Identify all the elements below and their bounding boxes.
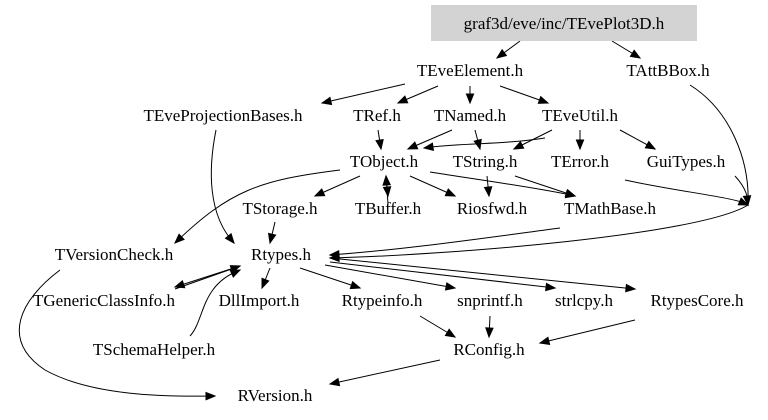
edge-rtypes-to-rtypescore (329, 257, 636, 290)
node-teveelement[interactable]: TEveElement.h (417, 61, 524, 80)
node-guitypes[interactable]: GuiTypes.h (647, 152, 726, 171)
arrowhead-tobject-to-tstorage (313, 188, 326, 197)
node-strlcpy[interactable]: strlcpy.h (555, 291, 613, 310)
arrowhead-tobject-to-tversioncheck (174, 233, 185, 244)
node-tobject[interactable]: TObject.h (350, 152, 419, 171)
node-rtypes[interactable]: Rtypes.h (251, 245, 311, 264)
arrowhead-snprintf-to-rconfig (485, 327, 494, 339)
arrowhead-teveutil-to-tstring (512, 140, 525, 150)
arrowhead-tstorage-to-rtypes (267, 232, 277, 245)
arrowhead-teveutil-to-guitypes (644, 140, 657, 150)
arrowhead-rtypes-to-strlcpy (545, 282, 557, 292)
arrowhead-root-to-tattbbox (629, 49, 642, 59)
root-node-highlight (431, 5, 697, 41)
edge-rtypes-to-snprintf (324, 264, 456, 289)
nodes-layer: graf3d/eve/inc/TEvePlot3D.h TEveElement.… (33, 5, 744, 405)
node-tattbbox[interactable]: TAttBBox.h (626, 61, 710, 80)
arrowhead-tnamed-to-tobject (406, 141, 419, 150)
edge-tobject-to-tversioncheck (174, 169, 341, 244)
edge-tversioncheck-to-rversion (18, 269, 216, 397)
arrowhead-rtypeinfo-to-rconfig (444, 328, 457, 338)
edges-layer (18, 40, 752, 401)
node-tref[interactable]: TRef.h (353, 106, 401, 125)
node-tstring[interactable]: TString.h (453, 152, 518, 171)
arrowhead-teveelement-to-teveutil (537, 95, 550, 104)
edge-teveprojectionbases-to-rtypes (210, 129, 235, 244)
arrowhead-rconfig-to-rversion (328, 377, 341, 387)
node-snprintf[interactable]: snprintf.h (457, 291, 523, 310)
edge-teveutil-to-tobject (423, 137, 546, 149)
arrowhead-teveprojectionbases-to-rtypes (224, 232, 235, 245)
node-tschemahelper[interactable]: TSchemaHelper.h (93, 340, 216, 359)
arrowhead-teveutil-to-terror (575, 139, 585, 151)
arrowhead-tstring-to-tmathbase (564, 188, 577, 198)
node-rconfig[interactable]: RConfig.h (453, 340, 525, 359)
node-tnamed[interactable]: TNamed.h (434, 106, 507, 125)
arrowhead-root-to-teveelement (495, 48, 508, 59)
arrowhead-tmathbase-to-rtypes (328, 249, 340, 259)
arrowhead-rtypes-to-snprintf (444, 282, 457, 291)
node-riosfwd[interactable]: Riosfwd.h (457, 199, 528, 218)
arrowhead-tstring-to-riosfwd (483, 186, 493, 198)
edge-tattbbox-to-rtypes (329, 84, 749, 259)
edge-rconfig-to-rversion (329, 359, 441, 385)
edge-rtypescore-to-rconfig (539, 319, 636, 344)
edge-rtypes-to-strlcpy (329, 261, 556, 289)
arrowhead-rtypes-to-rtypeinfo (349, 280, 362, 290)
node-teveprojectionbases[interactable]: TEveProjectionBases.h (143, 106, 303, 125)
node-tstorage[interactable]: TStorage.h (242, 199, 318, 218)
node-rversion[interactable]: RVersion.h (238, 386, 313, 405)
arrowhead-tversioncheck-to-rversion (205, 391, 217, 401)
edge-tgenericclassinfo-to-rtypes (174, 265, 241, 290)
arrowhead-teveelement-to-tnamed (465, 93, 475, 105)
node-rtypeinfo[interactable]: Rtypeinfo.h (342, 291, 423, 310)
node-rtypescore[interactable]: RtypesCore.h (650, 291, 744, 310)
arrowhead-tbuffer-to-tobject (382, 174, 392, 186)
arrowhead-teveutil-to-tobject (422, 142, 434, 152)
node-root[interactable]: graf3d/eve/inc/TEvePlot3D.h (464, 14, 665, 33)
arrowhead-tschemahelper-to-rtypes (229, 269, 242, 278)
arrowhead-teveelement-to-teveprojectionbases (320, 96, 333, 106)
arrowhead-tobject-to-riosfwd (444, 188, 457, 197)
node-tmathbase[interactable]: TMathBase.h (564, 199, 657, 218)
node-tversioncheck[interactable]: TVersionCheck.h (55, 245, 174, 264)
edge-tstring-to-tmathbase (514, 175, 576, 197)
edge-tschemahelper-to-rtypes (189, 269, 241, 337)
arrowhead-teveelement-to-tref (396, 95, 409, 104)
edge-teveelement-to-teveprojectionbases (321, 83, 406, 104)
arrowhead-tref-to-tobject (375, 138, 384, 151)
edge-tmathbase-to-rtypes (329, 227, 561, 256)
edge-rtypes-to-rtypeinfo (299, 267, 361, 289)
node-teveutil[interactable]: TEveUtil.h (542, 106, 619, 125)
edge-tobject-to-tmathbase (429, 171, 576, 197)
node-tgenericclassinfo[interactable]: TGenericClassInfo.h (33, 291, 176, 310)
arrowhead-rtypes-to-dllimport (261, 277, 270, 290)
node-terror[interactable]: TError.h (551, 152, 610, 171)
node-tbuffer[interactable]: TBuffer.h (355, 199, 422, 218)
arrowhead-rtypes-to-rtypescore (625, 283, 637, 293)
node-dllimport[interactable]: DllImport.h (219, 291, 300, 310)
arrowhead-guitypes-to-rtypes (742, 195, 752, 207)
arrowhead-rtypes-to-tgenericclassinfo (173, 279, 186, 289)
arrowhead-rtypescore-to-rconfig (538, 336, 551, 345)
arrowhead-terror-to-rtypes (737, 197, 750, 206)
